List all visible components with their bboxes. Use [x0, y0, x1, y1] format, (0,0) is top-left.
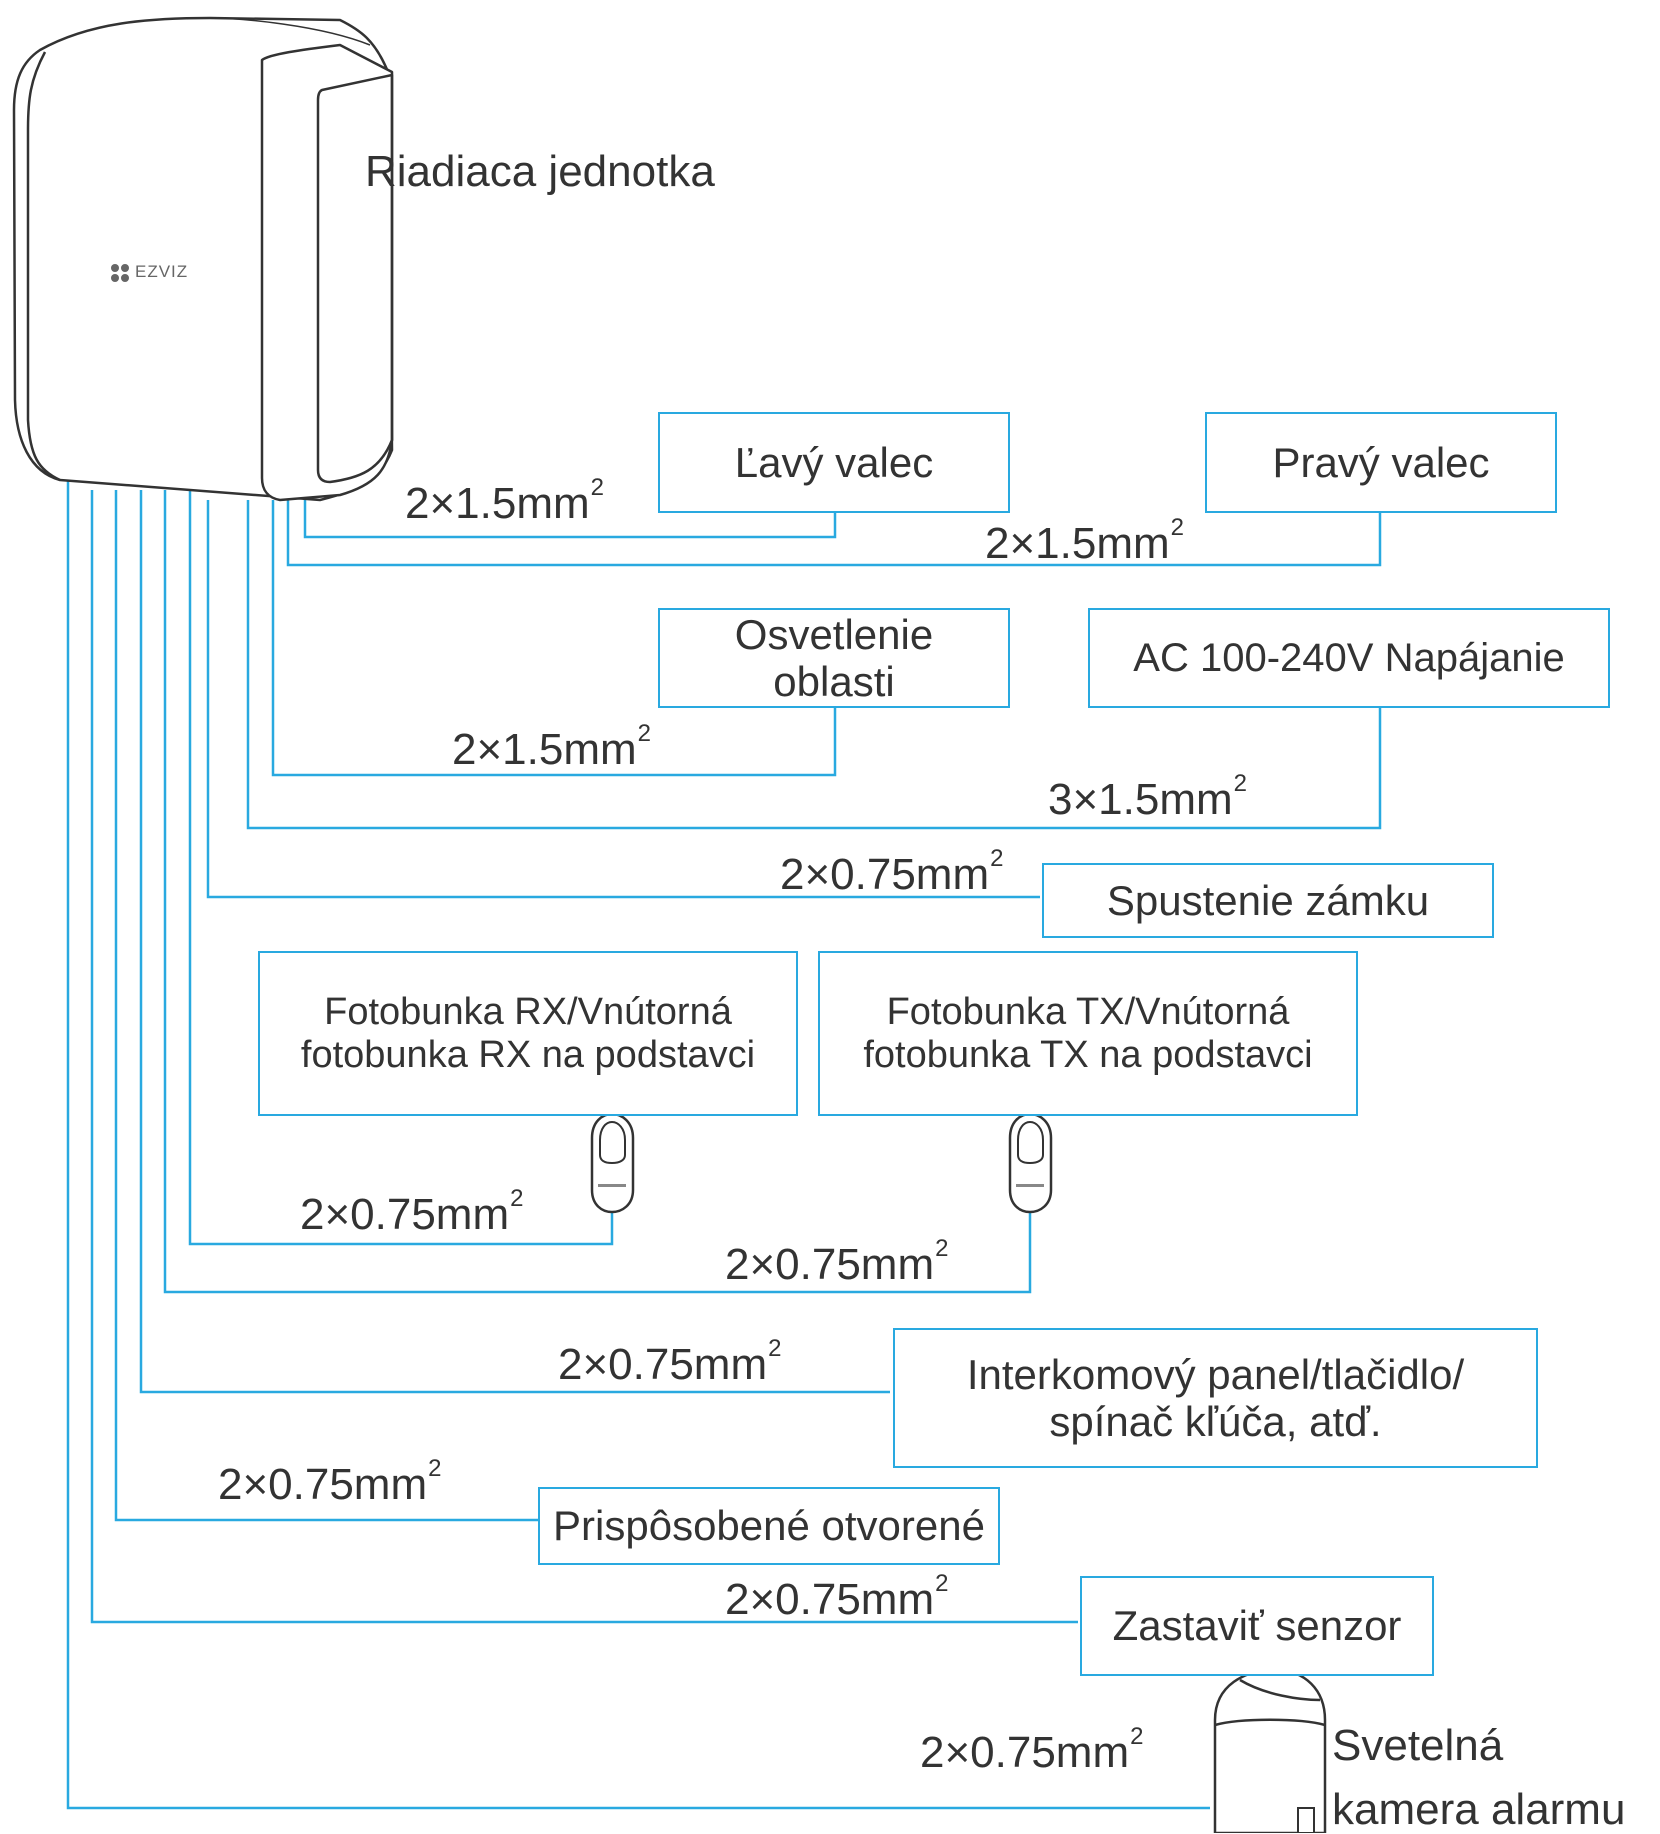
- area-lighting-label: Osvetlenie oblasti: [734, 610, 934, 705]
- gauge-power: 3×1.5mm2: [1048, 772, 1247, 824]
- photocell-tx-icon: [1008, 1112, 1053, 1214]
- wire-power: [246, 500, 1382, 830]
- gauge-photocell-tx: 2×0.75mm2: [725, 1237, 948, 1289]
- gauge-stop-sensor: 2×0.75mm2: [725, 1572, 948, 1624]
- gauge-exponent: 2: [428, 1455, 442, 1482]
- wire-lines: [66, 480, 1382, 1810]
- gauge-value: 2×0.75mm: [218, 1460, 428, 1509]
- box-photocell-tx: Fotobunka TX/Vnútorná fotobunka TX na po…: [818, 951, 1358, 1116]
- controller-label: Riadiaca jednotka: [365, 147, 715, 196]
- gauge-value: 2×0.75mm: [920, 1728, 1130, 1777]
- box-stop-sensor: Zastaviť senzor: [1080, 1576, 1434, 1676]
- custom-open-label: Prispôsobené otvorené: [553, 1502, 985, 1550]
- wire-left-cylinder: [303, 500, 837, 539]
- gauge-exponent: 2: [935, 1235, 949, 1262]
- gauge-right-cylinder: 2×1.5mm2: [985, 516, 1184, 568]
- wire-photocell-tx: [163, 490, 1032, 1294]
- box-left-cylinder: Ľavý valec: [658, 412, 1010, 513]
- box-custom-open: Prispôsobené otvorené: [538, 1487, 1000, 1565]
- alarm-camera-icon: [1213, 1668, 1327, 1833]
- gauge-value: 2×1.5mm: [452, 725, 637, 774]
- wire-lock: [206, 500, 1040, 899]
- wire-stop-sensor: [90, 490, 1078, 1624]
- gauge-value: 2×0.75mm: [300, 1190, 510, 1239]
- gauge-exponent: 2: [1233, 770, 1247, 797]
- gauge-exponent: 2: [768, 1335, 782, 1362]
- photocell-rx-label: Fotobunka RX/Vnútorná fotobunka RX na po…: [300, 990, 756, 1076]
- wire-custom-open: [114, 490, 538, 1522]
- gauge-exponent: 2: [1170, 514, 1184, 541]
- stop-sensor-label: Zastaviť senzor: [1112, 1602, 1402, 1650]
- wire-intercom: [139, 490, 890, 1394]
- gauge-alarm-camera: 2×0.75mm2: [920, 1725, 1143, 1777]
- box-right-cylinder: Pravý valec: [1205, 412, 1557, 513]
- ezviz-logo-icon: [111, 264, 129, 282]
- gauge-exponent: 2: [637, 720, 651, 747]
- left-cylinder-label: Ľavý valec: [734, 438, 934, 486]
- gauge-exponent: 2: [990, 845, 1004, 872]
- gauge-value: 2×0.75mm: [725, 1575, 935, 1624]
- photocell-rx-icon: [590, 1112, 635, 1214]
- wire-area-lighting: [271, 500, 837, 777]
- gauge-exponent: 2: [510, 1185, 524, 1212]
- alarm-camera-label-line1: Svetelná: [1332, 1721, 1504, 1770]
- gauge-value: 2×0.75mm: [558, 1340, 768, 1389]
- gauge-exponent: 2: [590, 474, 604, 501]
- gauge-value: 2×1.5mm: [985, 519, 1170, 568]
- box-area-lighting: Osvetlenie oblasti: [658, 608, 1010, 708]
- gauge-value: 2×0.75mm: [780, 850, 990, 899]
- alarm-camera-label-line2: kamera alarmu: [1332, 1785, 1626, 1834]
- intercom-label: Interkomový panel/tlačidlo/ spínač kľúča…: [966, 1350, 1465, 1445]
- controller-logo-text: EZVIZ: [135, 262, 189, 281]
- gauge-exponent: 2: [1130, 1723, 1144, 1750]
- gauge-intercom: 2×0.75mm2: [558, 1337, 781, 1389]
- power-label: AC 100-240V Napájanie: [1133, 635, 1565, 680]
- gauge-value: 3×1.5mm: [1048, 775, 1233, 824]
- wire-right-cylinder: [286, 500, 1382, 567]
- wire-photocell-rx: [188, 490, 614, 1246]
- box-photocell-rx: Fotobunka RX/Vnútorná fotobunka RX na po…: [258, 951, 798, 1116]
- gauge-photocell-rx: 2×0.75mm2: [300, 1187, 523, 1239]
- gate-controller-icon: [12, 16, 394, 502]
- right-cylinder-label: Pravý valec: [1272, 438, 1490, 486]
- gauge-value: 2×0.75mm: [725, 1240, 935, 1289]
- gauge-value: 2×1.5mm: [405, 479, 590, 528]
- lock-label: Spustenie zámku: [1106, 876, 1430, 924]
- box-lock: Spustenie zámku: [1042, 863, 1494, 938]
- gauge-lock: 2×0.75mm2: [780, 847, 1003, 899]
- gauge-left-cylinder: 2×1.5mm2: [405, 476, 604, 528]
- box-power: AC 100-240V Napájanie: [1088, 608, 1610, 708]
- wire-alarm-camera: [66, 480, 1210, 1810]
- photocell-tx-label: Fotobunka TX/Vnútorná fotobunka TX na po…: [863, 990, 1313, 1076]
- gauge-area-lighting: 2×1.5mm2: [452, 722, 651, 774]
- box-intercom: Interkomový panel/tlačidlo/ spínač kľúča…: [893, 1328, 1538, 1468]
- gauge-exponent: 2: [935, 1570, 949, 1597]
- gauge-custom-open: 2×0.75mm2: [218, 1457, 441, 1509]
